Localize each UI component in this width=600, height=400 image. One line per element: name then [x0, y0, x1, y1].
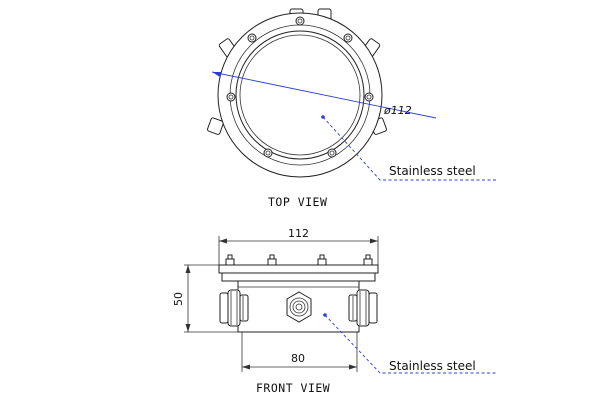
- front-view-height-label: 50: [172, 292, 185, 306]
- top-view-diameter-arrow: [212, 72, 222, 77]
- top-view-diameter-label: ø112: [383, 104, 412, 117]
- top-view-title: TOP VIEW: [268, 195, 327, 209]
- top-view-diameter-line: [211, 71, 437, 119]
- front-view-width-label: 112: [288, 227, 309, 240]
- front-view-leader-line: [324, 314, 498, 374]
- front-view-material-label: Stainless steel: [389, 359, 476, 373]
- top-view-lid-outer: [235, 30, 365, 160]
- front-view-flange: [221, 272, 376, 282]
- top-view: ø112 Stainless steel TOP VIEW: [207, 8, 498, 209]
- front-view-base-label: 80: [291, 352, 305, 365]
- front-view-bolts: [225, 254, 373, 266]
- top-view-leader-line: [322, 116, 498, 181]
- top-view-lid-inner: [239, 34, 361, 156]
- front-view-title: FRONT VIEW: [256, 381, 330, 395]
- front-view-lid: [218, 264, 379, 274]
- top-view-material-label: Stainless steel: [389, 164, 476, 178]
- front-view-gland-left: [219, 289, 249, 327]
- front-view-gland-right: [348, 289, 378, 327]
- top-view-bolts: [226, 16, 374, 158]
- front-view-gland-center: [286, 291, 312, 323]
- front-view: 112 50: [172, 227, 498, 395]
